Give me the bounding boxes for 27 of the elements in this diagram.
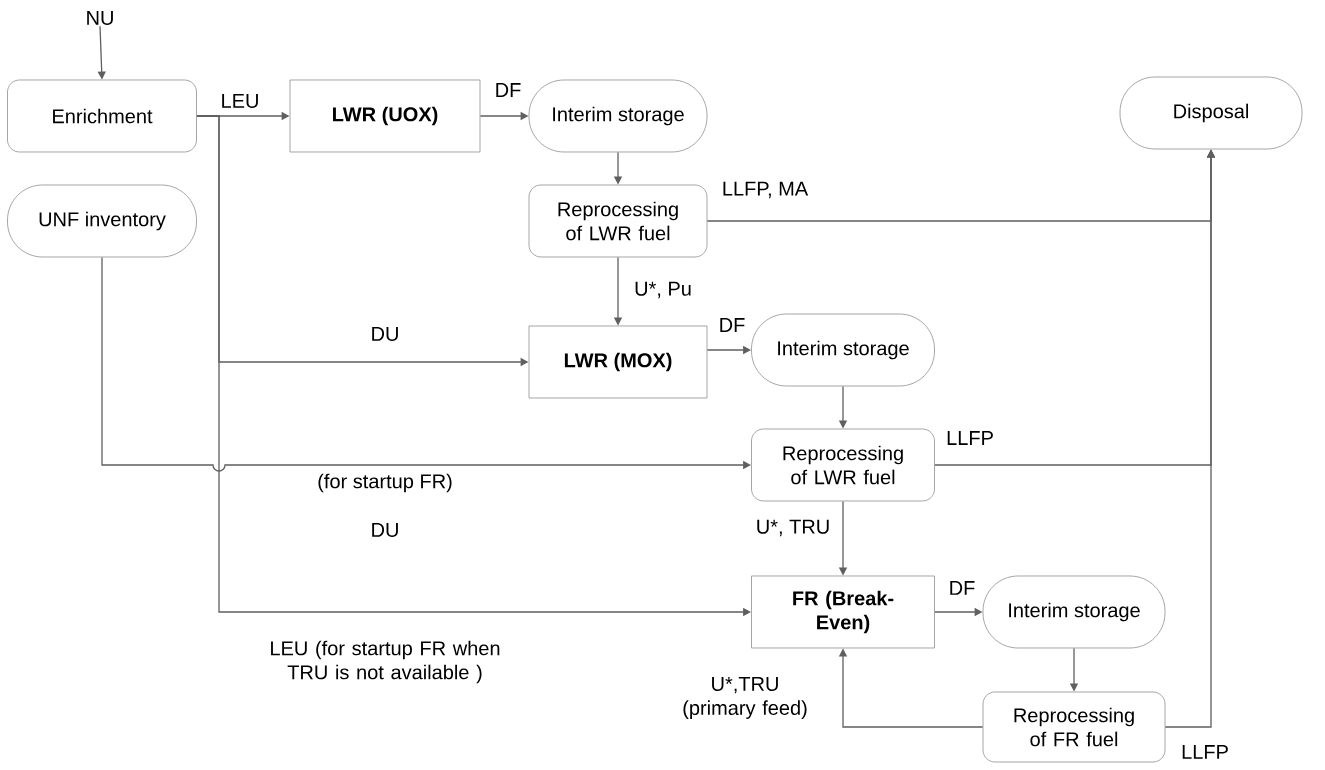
- storage-terminal: UNF inventory: [7, 184, 197, 258]
- edge-label: LEU: [219, 93, 261, 109]
- edge-label: (for startup FR): [316, 472, 454, 494]
- edge-label: DF: [493, 82, 523, 98]
- edge-label: DU: [369, 326, 401, 342]
- storage-terminal: Interim storage: [751, 313, 935, 387]
- process-box: Reprocessing of FR fuel: [982, 691, 1166, 763]
- edge-label: U*,TRU (primary feed): [669, 676, 821, 720]
- reactor-box: LWR (MOX): [528, 325, 708, 399]
- edge-label: U*, Pu: [633, 280, 693, 300]
- flow-label: NU: [87, 11, 113, 25]
- storage-terminal: Disposal: [1119, 76, 1303, 150]
- edge-label: DU: [369, 522, 401, 538]
- edge-label: DF: [717, 317, 747, 333]
- edge-label: LLFP: [1180, 744, 1230, 760]
- edge-label: DF: [947, 580, 977, 596]
- edge-label: LLFP, MA: [720, 180, 810, 200]
- edge-label: LLFP: [945, 430, 995, 446]
- note-text: LEU (for startup FR when TRU is not available ): [271, 640, 500, 684]
- process-box: Enrichment: [7, 79, 197, 153]
- reactor-box: LWR (UOX): [289, 79, 481, 153]
- process-box: Reprocessing of LWR fuel: [528, 184, 708, 258]
- storage-terminal: Interim storage: [982, 575, 1166, 649]
- storage-terminal: Interim storage: [528, 79, 708, 153]
- process-box: Reprocessing of LWR fuel: [751, 428, 935, 502]
- edge-label: U*, TRU: [754, 518, 832, 538]
- reactor-box: FR (Break-Even): [751, 575, 935, 649]
